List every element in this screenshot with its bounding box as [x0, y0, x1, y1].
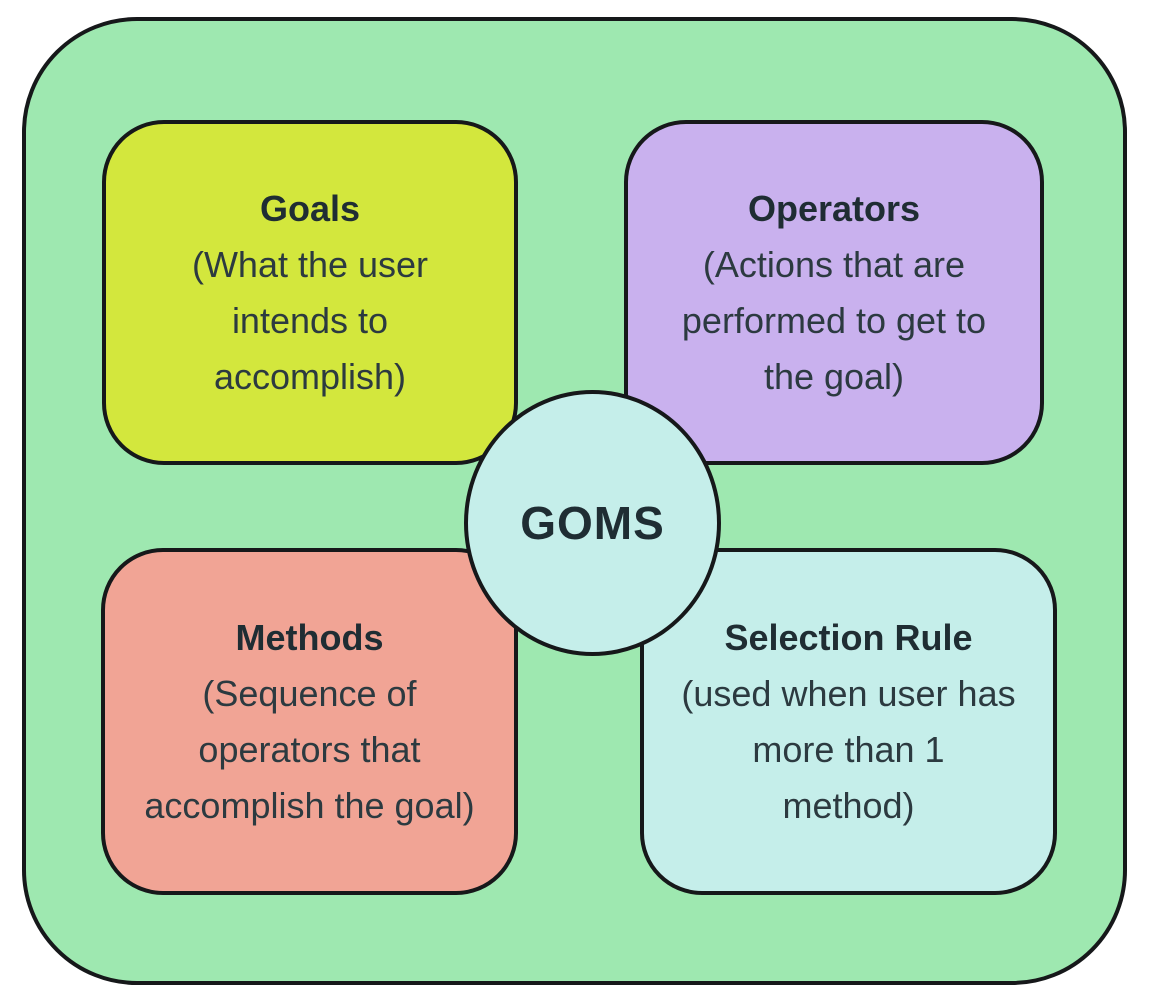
methods-description: (Sequence of operators that accomplish t…	[144, 672, 475, 826]
goms-center-label: GOMS	[520, 497, 665, 549]
operators-box: Operators (Actions that are performed to…	[624, 120, 1044, 465]
goals-description: (What the user intends to accomplish)	[191, 243, 429, 397]
goals-box: Goals (What the user intends to accompli…	[102, 120, 518, 465]
operators-title: Operators	[747, 187, 921, 229]
selection-rule-box: Selection Rule (used when user has more …	[640, 548, 1057, 895]
goms-center-circle: GOMS	[464, 390, 721, 656]
methods-box: Methods (Sequence of operators that acco…	[101, 548, 518, 895]
selection-rule-title: Selection Rule	[724, 616, 973, 658]
operators-description: (Actions that are performed to get to th…	[681, 243, 987, 397]
selection-rule-description: (used when user has more than 1 method)	[681, 672, 1016, 826]
methods-title: Methods	[235, 616, 384, 658]
goals-title: Goals	[259, 187, 361, 229]
